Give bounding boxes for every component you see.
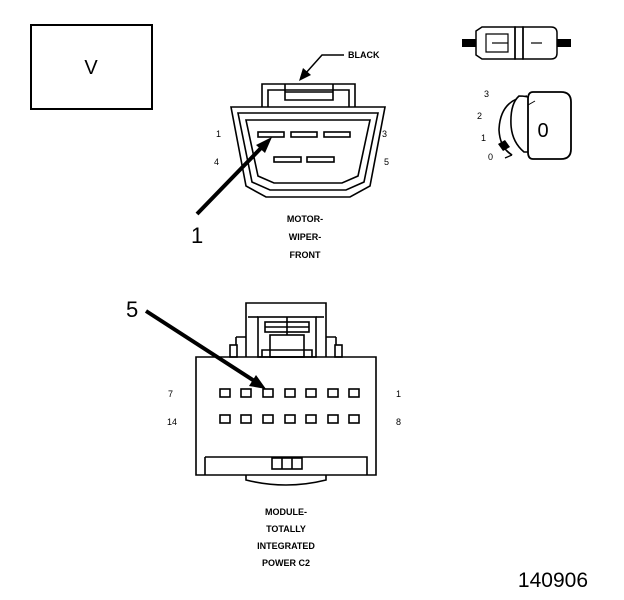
connector-module-totally-integrated-power <box>195 302 377 486</box>
connector-name-line-2: WIPER- <box>289 232 322 242</box>
lock-position-0: 0 <box>488 152 493 162</box>
pin-label-5: 5 <box>384 157 389 167</box>
connector-color-label: BLACK <box>348 50 380 60</box>
view-indicator: V <box>30 24 153 110</box>
callout-arrow-1 <box>195 137 272 216</box>
lock-position-3: 3 <box>484 89 489 99</box>
connector-name-line-1: MOTOR- <box>287 214 323 224</box>
lock-position-2: 2 <box>477 111 482 121</box>
figure-number: 140906 <box>518 569 588 592</box>
ignition-lock-diagram <box>498 91 572 160</box>
pin-label-1: 1 <box>216 129 221 139</box>
view-letter: V <box>84 57 98 79</box>
color-leader <box>299 54 344 81</box>
key-label: 0 <box>537 120 548 142</box>
callout-number-1: 1 <box>191 223 203 248</box>
callout-number-5: 5 <box>126 297 138 322</box>
module-pin-label-1: 1 <box>396 389 401 399</box>
module-pin-label-14: 14 <box>167 417 177 427</box>
module-pin-label-7: 7 <box>168 389 173 399</box>
pin-label-3: 3 <box>382 129 387 139</box>
callout-arrow-5 <box>144 309 266 389</box>
connector-side-view <box>462 26 571 60</box>
module-name-line-1: MODULE- <box>265 507 307 517</box>
connector-name-line-3: FRONT <box>290 250 321 260</box>
module-pin-label-8: 8 <box>396 417 401 427</box>
pin-label-4: 4 <box>214 157 219 167</box>
connector-motor-wiper-front <box>230 83 386 198</box>
module-name-line-3: INTEGRATED <box>257 541 315 551</box>
module-name-line-4: POWER C2 <box>262 558 310 568</box>
lock-position-1: 1 <box>481 133 486 143</box>
module-name-line-2: TOTALLY <box>266 524 306 534</box>
